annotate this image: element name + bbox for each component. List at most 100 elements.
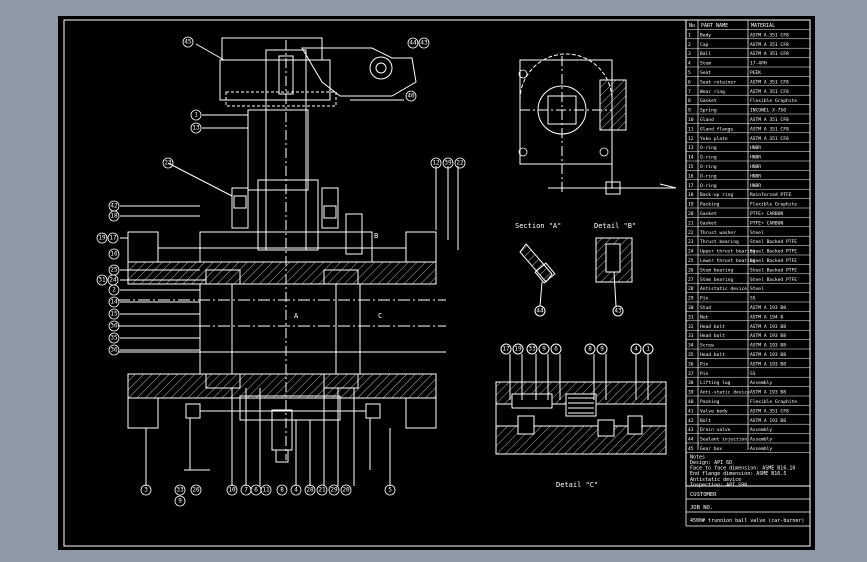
callout-9: 9 (178, 498, 182, 505)
section-a-view: Section "A" 44 (515, 222, 561, 317)
gearbox-arm (301, 47, 417, 97)
svg-text:19: 19 (514, 346, 522, 353)
note-line: Design: API 6D (690, 460, 732, 466)
table-cell-no: 23 (688, 239, 694, 245)
callout-25: 25 (110, 267, 118, 274)
detail-c-view: 17 19 33 9 6 8 9 4 1 Detail "C" (495, 343, 667, 489)
table-cell-no: 35 (688, 352, 694, 358)
table-cell-part: Lifting lug (700, 380, 731, 386)
callout-13: 13 (192, 125, 200, 132)
table-cell-material: ASTM A 351 CF8 (750, 408, 789, 414)
callout-28: 28 (306, 487, 314, 494)
table-cell-part: Stem bearing (700, 277, 733, 283)
table-cell-part: Antistatic device (700, 286, 747, 292)
callout-12: 12 (432, 160, 440, 167)
table-cell-part: Head bolt (700, 352, 725, 358)
table-cell-no: 37 (688, 371, 694, 377)
drawing-title: 4500# trunnion ball valve (car-burner) (690, 518, 804, 524)
callout-2: 2 (112, 287, 116, 294)
table-cell-material: ASTM A 193 B8 (750, 305, 786, 311)
table-cell-part: Upper thrust bearing (700, 249, 756, 255)
table-cell-material: Assembly (750, 437, 772, 443)
svg-text:8: 8 (588, 346, 592, 353)
table-cell-no: 13 (688, 145, 694, 151)
table-cell-part: O-ring (700, 145, 717, 151)
table-cell-material: ASTM A 193 B8 (750, 333, 786, 339)
table-cell-material: ASTM A 193 B8 (750, 361, 786, 367)
table-cell-no: 3 (688, 51, 691, 57)
table-cell-material: Steel Backed PTFE (750, 239, 797, 245)
table-cell-no: 29 (688, 296, 694, 302)
detail-c-title: Detail "C" (556, 481, 598, 489)
yoke-plate (219, 59, 331, 101)
table-header-no: No (689, 23, 695, 29)
table-cell-material: PEEK (750, 70, 761, 76)
table-cell-part: Stem bearing (700, 267, 733, 273)
table-cell-no: 15 (688, 164, 694, 170)
table-cell-no: 11 (688, 126, 694, 132)
callout-24: 24 (109, 277, 117, 284)
table-cell-no: 12 (688, 136, 694, 142)
table-cell-part: Cap (700, 42, 709, 48)
callout-39: 39 (444, 160, 452, 167)
left-flange-top (127, 231, 159, 263)
table-cell-part: Thrust bearing (700, 239, 739, 245)
table-cell-part: Packing (700, 399, 720, 405)
table-cell-no: 17 (688, 183, 694, 189)
table-header-part: PART NAME (701, 23, 728, 29)
table-cell-material: Steel Backed PTFE (750, 277, 797, 283)
table-cell-no: 19 (688, 202, 694, 208)
table-cell-material: ASTM A 351 CF8 (750, 89, 789, 95)
table-cell-part: Valve body (700, 408, 728, 414)
section-mark-c: C (378, 312, 382, 320)
seat-left-top (205, 269, 241, 285)
table-cell-material: HNBR (750, 145, 761, 151)
table-cell-part: Gland (700, 117, 714, 123)
table-cell-material: Steel Backed PTFE (750, 249, 797, 255)
callout-26: 26 (192, 487, 200, 494)
svg-text:6: 6 (554, 346, 558, 353)
table-cell-part: Gasket (700, 211, 717, 217)
table-cell-no: 8 (688, 98, 691, 104)
callout-1: 1 (194, 112, 198, 119)
table-cell-no: 34 (688, 343, 694, 349)
callout-31: 31 (98, 277, 106, 284)
table-cell-no: 10 (688, 117, 694, 123)
table-cell-part: Gasket (700, 98, 717, 104)
table-cell-part: Packing (700, 202, 720, 208)
callout-23: 23 (164, 160, 172, 167)
table-cell-part: Seat (700, 70, 711, 76)
table-cell-material: Steel Backed PTFE (750, 258, 797, 264)
callout-33: 33 (176, 487, 184, 494)
table-cell-material: Assembly (750, 427, 772, 433)
table-cell-part: Body (700, 32, 711, 38)
table-cell-material: HNBR (750, 164, 761, 170)
callout-section-a: 44 (536, 308, 544, 315)
table-cell-no: 24 (688, 249, 694, 255)
table-cell-no: 20 (688, 211, 694, 217)
table-cell-material: ASTM A 351 CF8 (750, 79, 789, 85)
svg-text:9: 9 (600, 346, 604, 353)
callout-4: 4 (294, 487, 298, 494)
callout-18: 18 (110, 213, 118, 220)
table-cell-material: Assembly (750, 380, 772, 386)
table-cell-material: Steel Backed PTFE (750, 267, 797, 273)
main-view-callouts: 45 1 13 23 44 43 40 12 39 22 42 18 19 17… (96, 36, 466, 507)
table-cell-material: INCONEL X-750 (750, 108, 786, 114)
table-cell-no: 27 (688, 277, 694, 283)
callout-30: 30 (110, 323, 118, 330)
table-cell-part: Stud (700, 305, 711, 311)
callout-40: 40 (407, 93, 415, 100)
table-cell-part: Seat retainer (700, 79, 736, 85)
table-cell-no: 45 (688, 446, 694, 452)
table-cell-part: Ball (700, 51, 711, 57)
table-cell-no: 32 (688, 324, 694, 330)
table-cell-material: ASTM A 193 B8 (750, 343, 786, 349)
table-cell-material: ASTM A 351 CF8 (750, 51, 789, 57)
table-cell-material: ASTM A 193 B8 (750, 418, 786, 424)
table-cell-material: Assembly (750, 446, 772, 452)
callout-detail-b: 43 (614, 308, 622, 315)
gearbox-handwheel (369, 56, 393, 80)
